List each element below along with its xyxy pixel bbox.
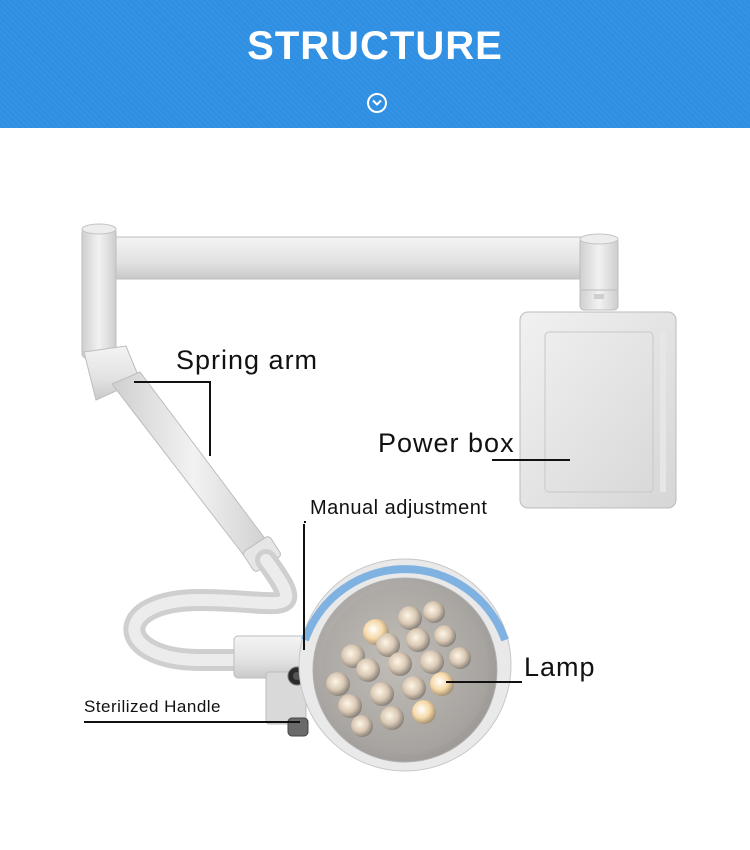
power-box xyxy=(519,311,677,509)
power-box-label: Power box xyxy=(378,428,515,458)
leader-lines xyxy=(84,381,570,723)
spring-arm-leader xyxy=(134,381,211,456)
spring-arm xyxy=(83,345,281,572)
led-array xyxy=(326,601,471,737)
sterilized-handle xyxy=(287,717,309,737)
spring-arm-label: Spring arm xyxy=(176,345,319,375)
sterilized-handle-label: Sterilized Handle xyxy=(84,697,222,716)
page-title: STRUCTURE xyxy=(247,24,503,68)
chevron-down-icon[interactable] xyxy=(367,93,387,113)
ceiling-arm xyxy=(81,223,619,359)
manual-adjustment-label: Manual adjustment xyxy=(310,497,488,519)
lamp-label: Lamp xyxy=(524,652,596,682)
header-banner: STRUCTURE xyxy=(0,0,750,128)
